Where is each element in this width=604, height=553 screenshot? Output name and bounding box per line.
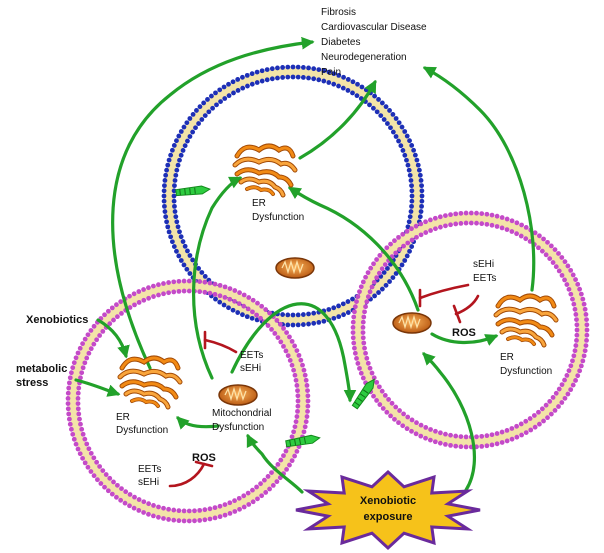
right-inhibit-1: sEHi [473,259,494,270]
arrow-left-mito-to-right-cell [230,302,357,403]
left-mitochondrion-icon [218,384,258,406]
inhibit-right-lower [454,294,480,316]
green-arrows [74,36,536,494]
exposure-label-1: Xenobiotic [360,495,416,507]
right-inhibit-2: EETs [473,273,496,284]
left-inhibit-top-2: sEHi [240,363,261,374]
left-ros-label: ROS [192,452,216,464]
cell-membranes [65,64,590,524]
outcome-diabetes: Diabetes [321,37,360,48]
arrow-exposure-to-right-mito [422,352,476,492]
outcome-cardiovascular: Cardiovascular Disease [321,22,427,33]
inhibit-right-upper [418,283,470,300]
left-inhibit-top-1: EETs [240,350,263,361]
stress-label: stress [16,377,48,389]
right-er-label-1: ER [500,352,514,363]
metabolic-label: metabolic [16,363,67,375]
inhibition-lines [168,283,480,488]
needle-top-icon [175,184,211,198]
left-er-label-1: ER [116,412,130,423]
outcomes-list: Fibrosis Cardiovascular Disease Diabetes… [321,7,427,78]
arrow-left-mito-to-top-er [192,176,243,380]
arrow-left-mito-to-left-er [176,416,220,430]
outcome-fibrosis: Fibrosis [321,7,356,18]
xenobiotic-exposure-burst [295,469,481,551]
organelles [120,146,556,449]
top-er-label-2: Dysfunction [252,212,304,223]
left-inhibit-bottom-2: sEHi [138,477,159,488]
top-er-label-1: ER [252,198,266,209]
left-mito-label-2: Dysfunction [212,422,264,433]
outcome-neurodegeneration: Neurodegeneration [321,52,407,63]
outcome-pain: Pain [321,67,341,78]
left-mito-label-1: Mitochondrial [212,408,271,419]
inhibit-top-left [203,338,238,354]
right-er-label-2: Dysfunction [500,366,552,377]
exposure-label-2: exposure [364,511,413,523]
arrow-exposure-to-left-mito [246,433,304,494]
xenobiotics-label: Xenobiotics [26,314,88,326]
inhibit-bottom-left [168,462,206,488]
arrow-xenobiotics [96,318,130,359]
right-er-icon [496,296,556,345]
arrow-right-mito-to-right-er [430,332,499,346]
left-er-label-2: Dysfunction [116,425,168,436]
top-mitochondrion-icon [275,257,315,279]
top-er-icon [235,146,295,195]
left-inhibit-bottom-1: EETs [138,464,161,475]
arrow-right-er-to-outcomes [422,66,536,292]
right-ros-label: ROS [452,327,476,339]
right-mitochondrion-icon [392,312,432,334]
arrow-metabolic-stress [74,378,121,397]
right-cell-membrane [350,210,590,450]
arrow-left-er-to-outcomes [111,36,315,370]
arrow-top-er-to-outcomes [298,79,377,160]
arrow-right-mito-to-top-er [287,186,420,312]
